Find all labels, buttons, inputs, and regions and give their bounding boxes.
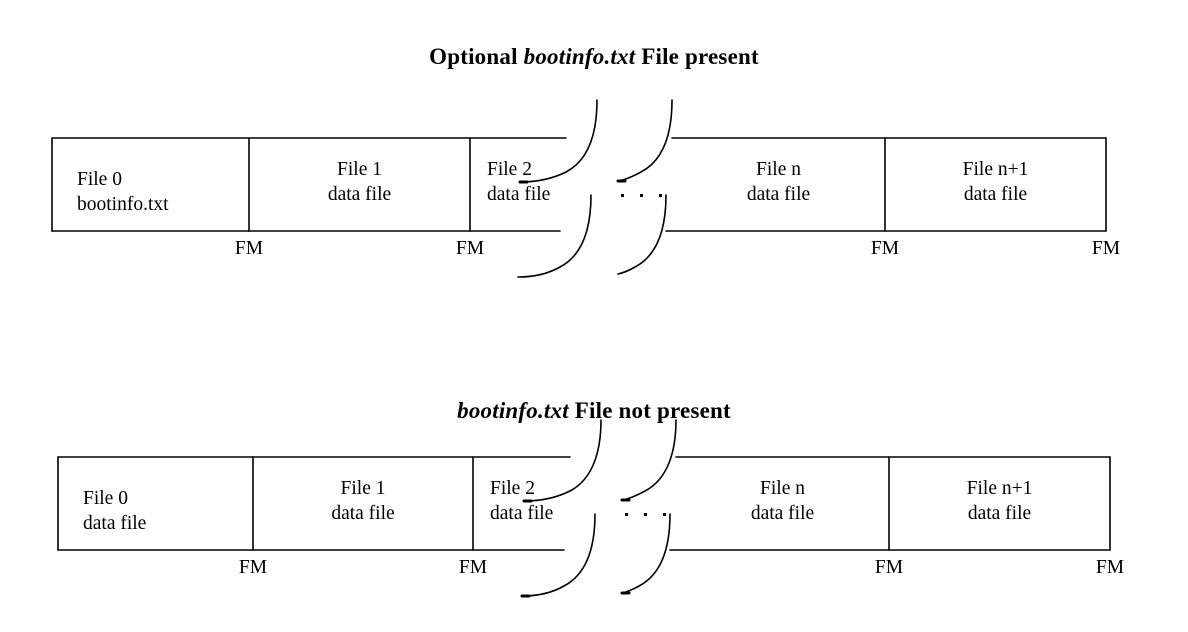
fm-label-4-bottom: FM	[1095, 557, 1125, 578]
cell-line-1: File n	[756, 159, 801, 180]
fm-label-3-bottom: FM	[874, 557, 904, 578]
cell-line-2: data file	[967, 503, 1032, 524]
ellipsis-top	[621, 186, 662, 204]
cell-line-2: data file	[331, 503, 395, 524]
cell-line-1: File n	[760, 478, 805, 499]
cell-line-2: bootinfo.txt	[77, 194, 169, 215]
cell-file-1-bottom: File 1 data file	[253, 476, 473, 526]
break-curve-top-right-lower	[617, 194, 667, 275]
cell-line-1: File n+1	[966, 478, 1033, 499]
cell-file-n-plus-1-bottom: File n+1 data file	[889, 476, 1110, 526]
title-suffix: File not present	[568, 398, 731, 423]
break-curve-top-left-lower	[517, 194, 592, 278]
cell-line-1: File 2	[487, 159, 532, 180]
fm-label-1-bottom: FM	[238, 557, 268, 578]
break-curve-top-right-upper	[617, 99, 673, 182]
cell-line-1: File 1	[340, 478, 386, 499]
title-suffix: File present	[635, 44, 759, 69]
ellipsis-dot	[625, 512, 628, 516]
fm-label-3-top: FM	[870, 238, 900, 259]
break-curve-bottom-right-lower	[621, 513, 671, 594]
break-curve-bottom-right-upper	[621, 419, 677, 501]
cell-line-2: data file	[83, 513, 147, 534]
break-curve-bottom-left-lower	[521, 513, 596, 597]
ellipsis-dot	[663, 512, 666, 516]
fm-label-2-bottom: FM	[458, 557, 488, 578]
cell-line-2: data file	[746, 184, 811, 205]
cell-line-1: File 0	[83, 488, 128, 509]
cell-line-2: data file	[327, 184, 392, 205]
fm-label-1-top: FM	[234, 238, 264, 259]
diagram-title-bootinfo-absent: bootinfo.txt File not present	[0, 398, 1188, 424]
ellipsis-dot	[659, 193, 662, 197]
cell-file-2-bottom: File 2 data file	[490, 476, 610, 526]
cell-file-n-bottom: File n data file	[676, 476, 889, 526]
cell-line-2: data file	[487, 184, 551, 205]
cell-file-0-top: File 0 bootinfo.txt	[77, 167, 247, 217]
diagram-title-bootinfo-present: Optional bootinfo.txt File present	[0, 44, 1188, 70]
title-filename-italic: bootinfo.txt	[457, 398, 569, 423]
fm-label-4-top: FM	[1091, 238, 1121, 259]
cell-line-1: File 0	[77, 169, 122, 190]
cell-file-n-plus-1-top: File n+1 data file	[885, 157, 1106, 207]
cell-line-1: File 2	[490, 478, 535, 499]
cell-line-1: File n+1	[962, 159, 1029, 180]
cell-line-2: data file	[963, 184, 1028, 205]
fm-label-2-top: FM	[455, 238, 485, 259]
title-filename-italic: bootinfo.txt	[523, 44, 636, 69]
cell-file-1-top: File 1 data file	[249, 157, 470, 207]
ellipsis-dot	[644, 512, 647, 516]
ellipsis-dot	[640, 193, 643, 197]
title-prefix: Optional	[429, 44, 524, 69]
cell-line-2: data file	[490, 503, 554, 524]
cell-file-0-bottom: File 0 data file	[83, 486, 253, 536]
cell-file-n-top: File n data file	[672, 157, 885, 207]
ellipsis-bottom	[625, 505, 666, 523]
cell-line-2: data file	[750, 503, 815, 524]
ellipsis-dot	[621, 193, 624, 197]
cell-line-1: File 1	[337, 159, 382, 180]
cell-file-2-top: File 2 data file	[487, 157, 607, 207]
